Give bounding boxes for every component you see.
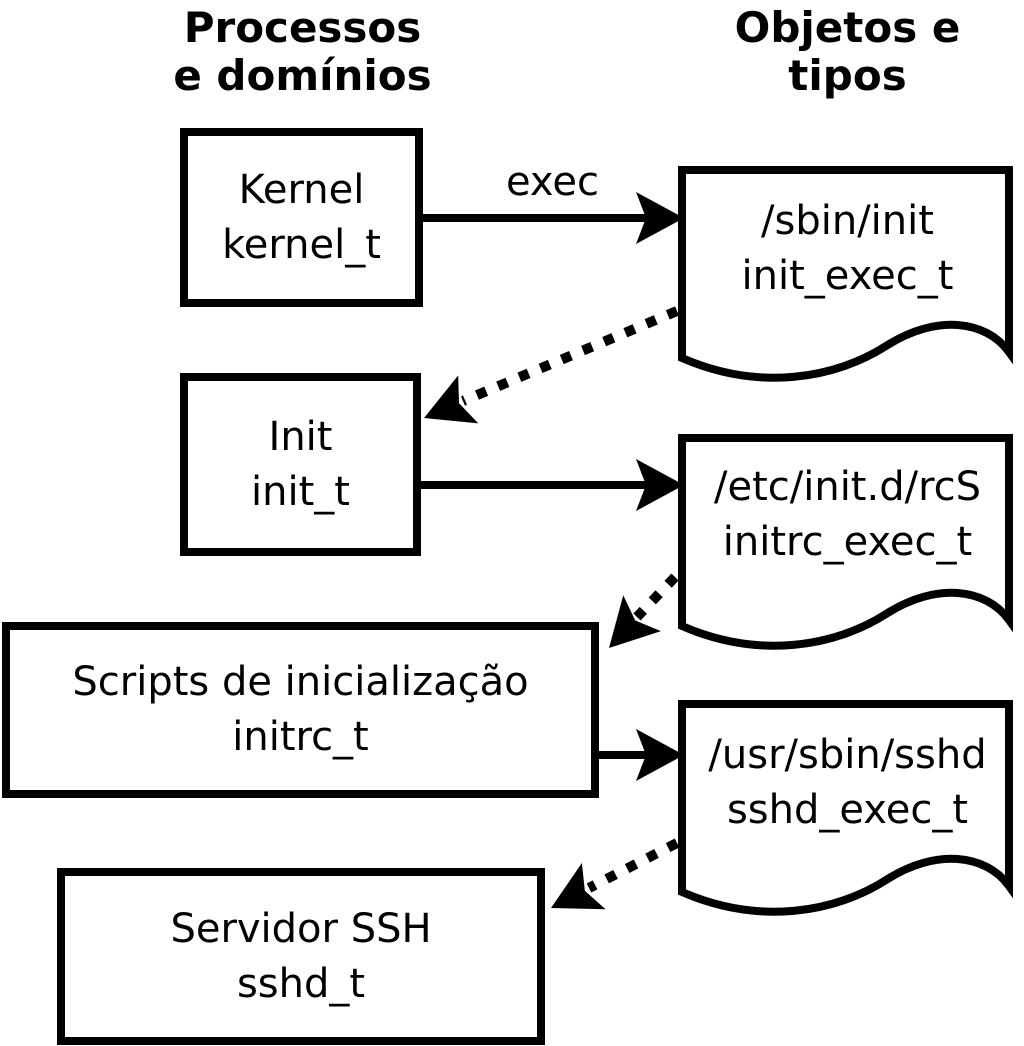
document-shape-sbin-init — [678, 166, 1013, 382]
column-header-objects: Objetos e tipos — [670, 4, 1024, 100]
object-label-etc-initd-rcs: /etc/init.d/rcS initrc_exec_t — [684, 460, 1011, 570]
column-header-processes-line2: e domínios — [173, 51, 432, 100]
process-box-sshd: Servidor SSH sshd_t — [57, 868, 545, 1045]
document-shape-etc-initd-rcs — [678, 434, 1013, 650]
column-header-objects-line2: tipos — [788, 51, 907, 100]
transition-arrow-initexec-to-init — [424, 306, 679, 424]
process-box-kernel: Kernel kernel_t — [180, 128, 423, 307]
process-name: Kernel — [238, 166, 365, 213]
transition-arrow-initrcexec-to-initrc — [609, 573, 679, 648]
object-label-sbin-init: /sbin/init init_exec_t — [684, 194, 1011, 304]
process-domain: initrc_t — [232, 714, 369, 760]
column-header-objects-line1: Objetos e — [734, 3, 961, 52]
object-path: /usr/sbin/sshd — [708, 732, 987, 778]
object-label-usr-sbin-sshd: /usr/sbin/sshd sshd_exec_t — [684, 728, 1011, 838]
process-box-initrc: Scripts de inicialização initrc_t — [2, 622, 599, 798]
object-type: initrc_exec_t — [722, 519, 973, 565]
process-name: Servidor SSH — [170, 905, 432, 952]
column-header-processes: Processos e domínios — [110, 4, 495, 100]
exec-arrow-label: exec — [506, 159, 599, 205]
process-domain: init_t — [251, 468, 350, 515]
object-path: /sbin/init — [761, 198, 934, 244]
exec-arrow-kernel-to-sbin-init — [422, 192, 684, 244]
object-type: init_exec_t — [741, 253, 954, 299]
process-name: Scripts de inicialização — [72, 659, 529, 705]
process-box-init: Init init_t — [180, 373, 421, 556]
object-type: sshd_exec_t — [726, 787, 969, 833]
process-domain: kernel_t — [222, 221, 381, 268]
process-name: Init — [268, 413, 333, 460]
exec-arrow-initrc-to-sshd — [597, 729, 684, 781]
process-domain: sshd_t — [236, 960, 366, 1007]
object-path: /etc/init.d/rcS — [713, 464, 982, 510]
transition-arrow-sshdexec-to-sshd — [551, 838, 680, 910]
document-shape-usr-sbin-sshd — [678, 700, 1013, 916]
column-header-processes-line1: Processos — [183, 3, 422, 52]
exec-arrow-init-to-rcs — [420, 459, 684, 511]
